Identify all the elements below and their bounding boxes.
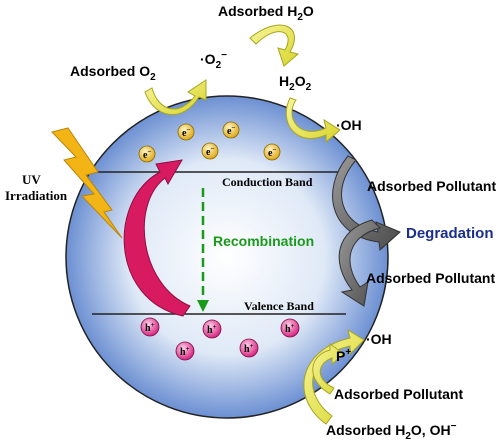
o2-reduction-arrow <box>144 79 207 115</box>
adsorbed-h2o-oh-label: Adsorbed H2O, OH− <box>326 421 457 442</box>
hydroxyl-bottom-label: ·OH <box>366 331 392 347</box>
uv-label-line1: UV <box>22 172 41 187</box>
svg-text:e−: e− <box>182 126 190 139</box>
recombination-label: Recombination <box>213 233 314 249</box>
adsorbed-h2o-top-label: Adsorbed H2O <box>218 3 314 23</box>
pollutant-arrow-lower <box>338 219 381 307</box>
excitation-arrow <box>123 159 191 317</box>
hole: h+ <box>202 319 222 339</box>
svg-text:e−: e− <box>227 124 235 137</box>
recombination-arrowhead <box>197 300 209 312</box>
h2o2-to-oh-arrow <box>285 97 341 144</box>
electron: e− <box>138 145 156 163</box>
semiconductor-sphere <box>65 95 389 419</box>
svg-text:h+: h+ <box>244 342 254 355</box>
svg-text:h+: h+ <box>180 345 190 358</box>
svg-text:h+: h+ <box>207 323 217 336</box>
svg-text:h+: h+ <box>285 322 295 335</box>
pollutant-label-3: Adsorbed Pollutant <box>334 386 463 402</box>
h2o2-label: H2O2 <box>279 73 312 93</box>
lightning-icon <box>51 127 123 239</box>
hole: h+ <box>175 341 195 361</box>
pollutant-arrow-upper <box>332 155 401 252</box>
h2o-top-arrow <box>249 24 300 67</box>
svg-text:e−: e− <box>206 145 214 158</box>
pollutant-oxidation-arrow <box>312 343 345 395</box>
hole: h+ <box>140 317 160 337</box>
electron: e− <box>263 143 281 161</box>
adsorbed-o2-label: Adsorbed O2 <box>70 63 156 83</box>
svg-text:e−: e− <box>268 146 276 159</box>
electron: e− <box>222 121 240 139</box>
electron: e− <box>177 123 195 141</box>
h2o-oxidation-arrow <box>303 328 365 425</box>
conduction-band-label: Conduction Band <box>222 175 313 189</box>
hole: h+ <box>280 318 300 338</box>
uv-label-line2: Irradiation <box>5 188 68 203</box>
hole: h+ <box>239 338 259 358</box>
svg-text:h+: h+ <box>145 321 155 334</box>
superoxide-label: ·O2− <box>200 50 227 71</box>
pollutant-label-2: Adsorbed Pollutant <box>366 270 495 286</box>
pollutant-label-1: Adsorbed Pollutant <box>367 178 496 194</box>
electron: e− <box>201 142 219 160</box>
degradation-label: Degradation <box>406 225 494 242</box>
hydroxyl-top-label: ·OH <box>336 117 362 133</box>
p-plus-label: P+ <box>336 347 351 364</box>
svg-text:e−: e− <box>143 148 151 161</box>
valence-band-label: Valence Band <box>244 299 314 313</box>
